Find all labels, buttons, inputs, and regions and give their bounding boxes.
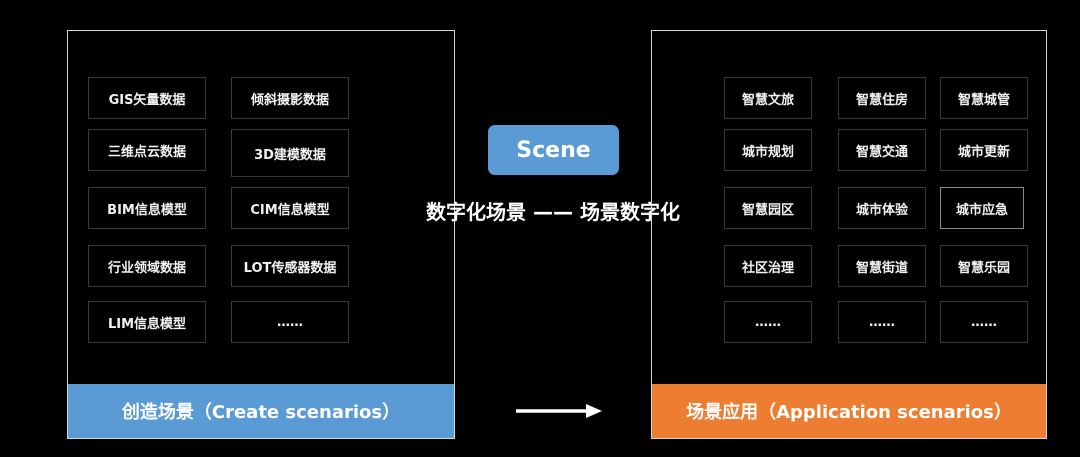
create-scenarios-footer: 创造场景（Create scenarios） [68,384,454,438]
scenario-item-urban-renewal: 城市更新 [940,129,1028,171]
data-item-3d-model: 3D建模数据 [231,129,349,177]
scenario-item-housing: 智慧住房 [838,77,926,119]
scenario-item-community: 社区治理 [724,245,812,287]
data-item-gis: GIS矢量数据 [88,77,206,119]
scenario-item-park: 智慧园区 [724,187,812,229]
data-item-industry: 行业领域数据 [88,245,206,287]
scenario-item-city-experience: 城市体验 [838,187,926,229]
data-item-lot-sensor: LOT传感器数据 [231,245,349,287]
scenario-item-cultural-tourism: 智慧文旅 [724,77,812,119]
scenario-item-city-management: 智慧城管 [940,77,1028,119]
data-item-point-cloud: 三维点云数据 [88,129,206,171]
data-item-oblique-photo: 倾斜摄影数据 [231,77,349,119]
application-scenarios-footer: 场景应用（Application scenarios） [652,384,1046,438]
data-item-cim: CIM信息模型 [231,187,349,229]
scenario-item-more-1: …… [724,301,812,343]
scene-button[interactable]: Scene [488,125,619,175]
data-item-more: …… [231,301,349,343]
data-item-bim: BIM信息模型 [88,187,206,229]
data-sources-panel: GIS矢量数据 倾斜摄影数据 三维点云数据 3D建模数据 BIM信息模型 CIM… [67,30,455,439]
scenario-item-amusement-park: 智慧乐园 [940,245,1028,287]
application-scenarios-panel: 智慧文旅 智慧住房 智慧城管 城市规划 智慧交通 城市更新 智慧园区 城市体验 … [651,30,1047,439]
scenario-item-traffic: 智慧交通 [838,129,926,171]
data-item-lim: LIM信息模型 [88,301,206,343]
scenario-item-street: 智慧街道 [838,245,926,287]
scenario-item-more-2: …… [838,301,926,343]
scenario-item-more-3: …… [940,301,1028,343]
scenario-item-urban-planning: 城市规划 [724,129,812,171]
right-arrow-icon [516,404,602,418]
center-slogan: 数字化场景 —— 场景数字化 [426,199,680,224]
scenario-item-emergency: 城市应急 [940,187,1024,229]
